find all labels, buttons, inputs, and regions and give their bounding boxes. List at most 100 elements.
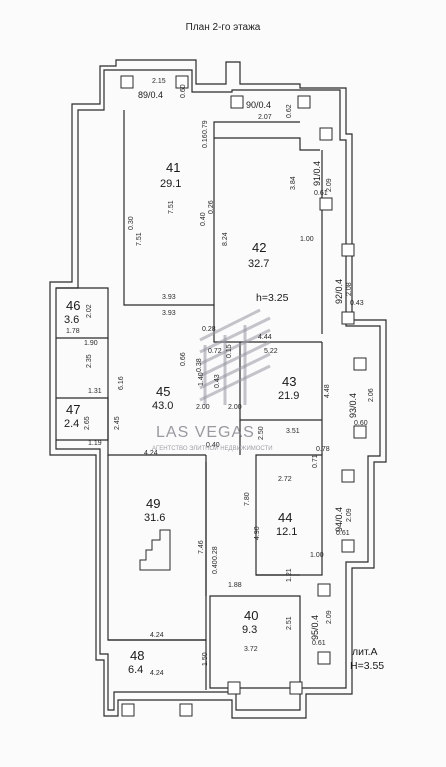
dimension: 2.09 (326, 610, 333, 624)
dimension: 1.78 (66, 328, 80, 335)
dimension: 7.46 (198, 540, 205, 554)
outer-wall (49, 59, 387, 719)
dimension: 2.45 (114, 416, 121, 430)
dimension: 0.28 (202, 326, 216, 333)
dimension: 2.15 (152, 78, 166, 85)
dimension: 0.40 (206, 442, 220, 449)
column (353, 357, 367, 371)
room-47-number: 47 (66, 402, 81, 417)
dimension: 0.60 (180, 84, 187, 98)
room-94-label: 94/0.4 (334, 506, 344, 532)
room-40-area: 9.3 (242, 624, 258, 636)
dimension: 2.35 (86, 354, 93, 368)
column (227, 681, 241, 695)
column (289, 681, 303, 695)
watermark-logo (199, 308, 271, 405)
room-41-number: 41 (166, 160, 181, 175)
dimension: 1.21 (286, 568, 293, 582)
dimension: 4.44 (258, 334, 272, 341)
dimension: 0.79 (202, 120, 209, 134)
dimension: 7.51 (136, 232, 143, 246)
dimension: 0.66 (180, 352, 187, 366)
dimension: 0.61 (336, 530, 350, 537)
dimension: 0.62 (286, 104, 293, 118)
watermark-tagline: АГЕНТСТВО ЭЛИТНОЙ НЕДВИЖИМОСТИ (152, 446, 273, 452)
dimension: 0.38 (196, 358, 203, 372)
dimension: 1.88 (228, 582, 242, 589)
dimension: 3.51 (286, 428, 300, 435)
outer-wall-inner (55, 69, 381, 711)
room-44-number: 44 (278, 510, 293, 525)
plan-title: План 2-го этажа (185, 22, 261, 33)
room-93-label: 93/0.4 (348, 392, 358, 418)
dimension: 4.24 (150, 670, 164, 677)
column (121, 703, 135, 717)
column (341, 243, 355, 257)
wall-42 (213, 137, 322, 343)
dimension: 4.48 (324, 384, 331, 398)
room-41-area: 29.1 (160, 178, 182, 190)
room-90-label: 90/0.4 (246, 100, 272, 110)
room-48-area: 6.4 (128, 664, 144, 676)
dimension: 4.90 (254, 526, 261, 540)
dimension: 2.09 (326, 178, 333, 192)
dimension: 3.93 (162, 294, 176, 301)
dimension: 0.71 (312, 454, 319, 468)
dimension: 2.09 (346, 508, 353, 522)
dimension: 1.50 (202, 652, 209, 666)
room-95-label: 95/0.4 (310, 614, 320, 640)
wall-48 (108, 639, 207, 690)
dimension: 0.40 (200, 212, 207, 226)
corridor-wall (205, 455, 300, 596)
dimension: 0.78 (316, 446, 330, 453)
room-49-number: 49 (146, 496, 161, 511)
room-43-number: 43 (282, 374, 297, 389)
room-89-label: 89/0.4 (138, 90, 164, 100)
room-46-area: 3.6 (64, 314, 80, 326)
column (341, 469, 355, 483)
room-40-number: 40 (244, 608, 259, 623)
column (120, 75, 134, 89)
dimension: 0.61 (312, 640, 326, 647)
dimension: 4.24 (144, 450, 158, 457)
dimension: 0.30 (128, 216, 135, 230)
column (317, 651, 331, 665)
dimension: 1.31 (88, 388, 102, 395)
dimension: 2.00 (228, 404, 242, 411)
dimension: 0.26 (208, 200, 215, 214)
column (179, 703, 193, 717)
dimension: 5.22 (264, 348, 278, 355)
room-47-area: 2.4 (64, 418, 80, 430)
dimension: 2.65 (84, 416, 91, 430)
column (353, 425, 367, 439)
dimension: 0.28 (212, 546, 219, 560)
dimension: 3.84 (290, 176, 297, 190)
building-height: H=3.55 (350, 660, 385, 672)
dimension: 2.07 (258, 114, 272, 121)
column (317, 583, 331, 597)
column (297, 95, 311, 109)
dimension: 1.00 (300, 236, 314, 243)
wall-49 (107, 455, 207, 641)
dimension: 0.43 (350, 300, 364, 307)
dimension: 7.51 (168, 200, 175, 214)
dimension: 6.16 (118, 376, 125, 390)
dimension: 2.51 (286, 616, 293, 630)
room-42-number: 42 (252, 240, 267, 255)
dimension: 0.15 (226, 344, 233, 358)
column (230, 95, 244, 109)
wall-44 (255, 454, 323, 576)
room-92-label: 92/0.4 (334, 278, 344, 304)
column (319, 127, 333, 141)
building-letter: лит.А (352, 646, 378, 658)
room-49-area: 31.6 (144, 512, 166, 524)
dimension: 0.43 (214, 374, 221, 388)
dimension: 7.80 (244, 492, 251, 506)
room-43-area: 21.9 (278, 390, 300, 402)
dimension: 4.24 (150, 632, 164, 639)
dimension: 1.19 (88, 440, 102, 447)
dimension: 8.24 (222, 232, 229, 246)
dimension: 2.50 (258, 426, 265, 440)
dimension: 2.08 (346, 282, 353, 296)
column (319, 197, 333, 211)
